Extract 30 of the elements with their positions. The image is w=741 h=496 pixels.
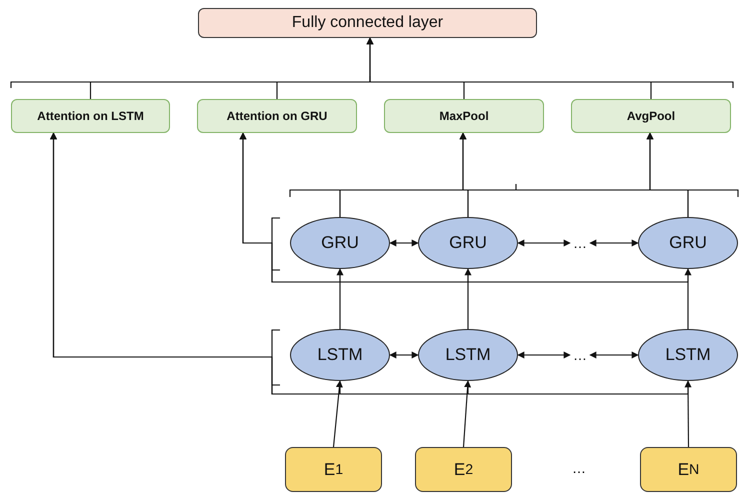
output-box: MaxPool — [384, 99, 544, 133]
arrow — [50, 132, 689, 395]
output-box: Attention on LSTM — [11, 99, 170, 133]
arrow — [517, 240, 571, 246]
arrow — [336, 268, 344, 329]
arrow — [240, 132, 689, 283]
arrow — [332, 380, 343, 448]
cell-ellipse: GRU — [290, 217, 390, 269]
arrow — [462, 380, 472, 448]
output-box: Attention on GRU — [197, 99, 357, 133]
cell-ellipse: GRU — [638, 217, 738, 269]
arrow — [366, 37, 652, 99]
ellipsis-label: … — [572, 460, 586, 476]
arrow — [684, 268, 692, 329]
cell-ellipse: GRU — [418, 217, 518, 269]
arrow — [646, 132, 689, 217]
arrow — [517, 352, 571, 358]
layer-box: Fully connected layer — [198, 8, 537, 38]
arrow — [684, 380, 692, 447]
output-box: AvgPool — [571, 99, 731, 133]
arrow — [389, 352, 419, 358]
arrow — [589, 240, 639, 246]
ellipsis-text: … — [570, 232, 590, 254]
arrow — [589, 352, 639, 358]
arrow — [464, 268, 472, 329]
ellipsis-text: … — [570, 344, 590, 366]
cell-ellipse: LSTM — [418, 329, 518, 381]
cell-ellipse: LSTM — [290, 329, 390, 381]
arrow — [389, 240, 419, 246]
cell-ellipse: LSTM — [638, 329, 738, 381]
